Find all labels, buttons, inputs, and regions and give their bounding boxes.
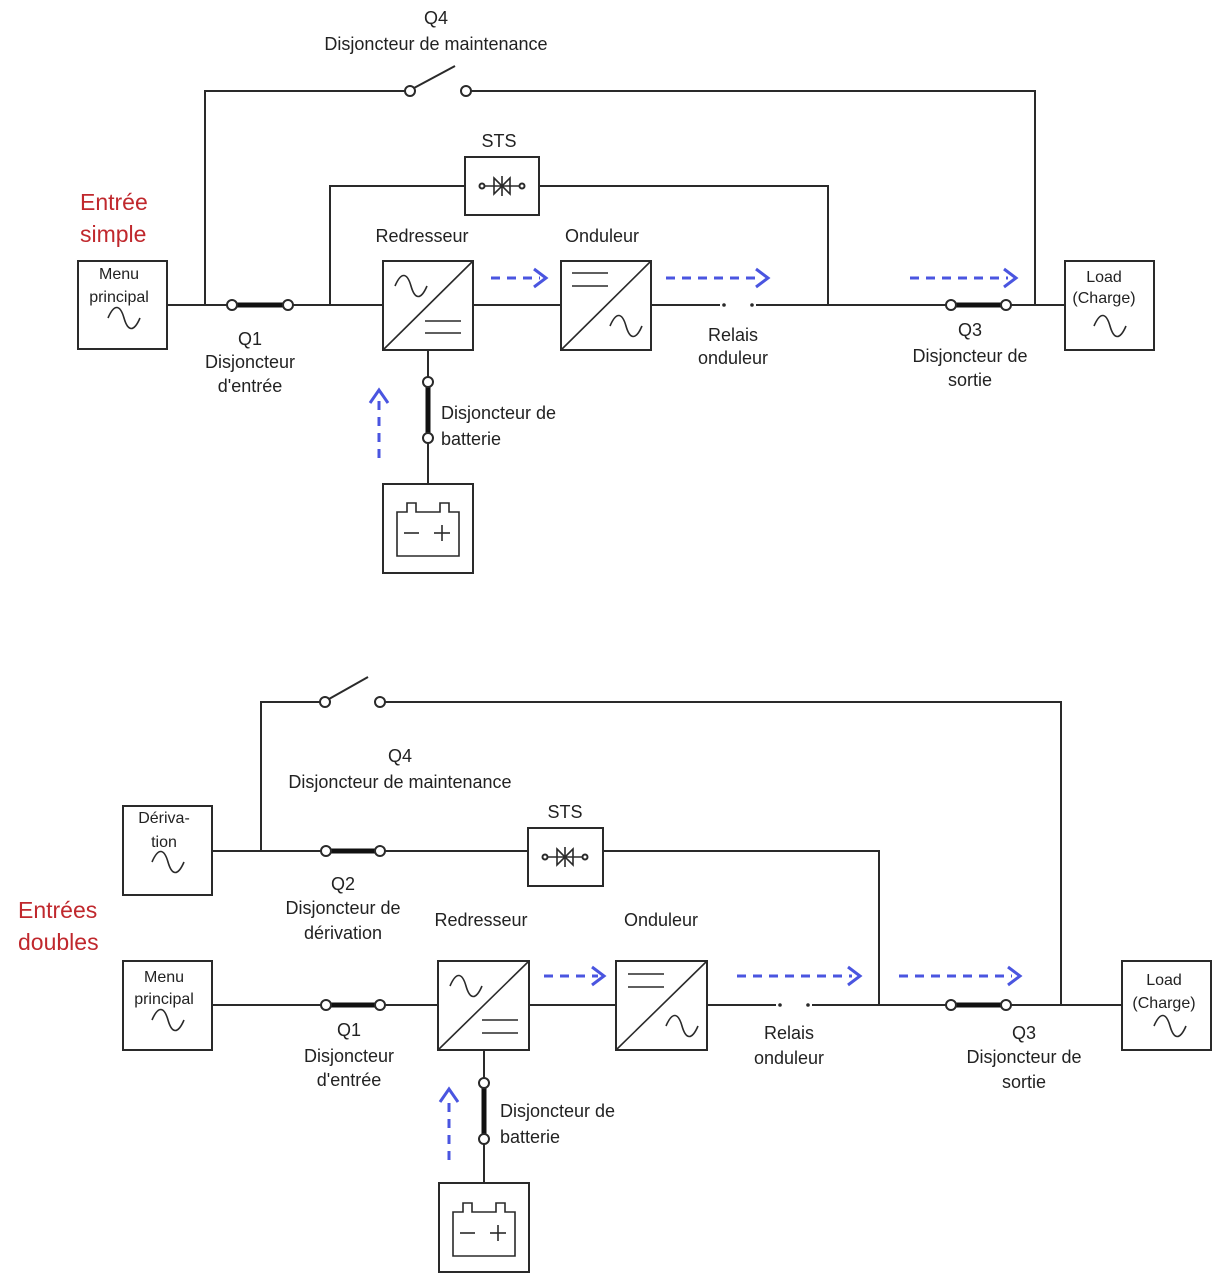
dual-bypass-line1: Dériva- <box>138 810 190 827</box>
thyristor-switch-icon <box>478 176 526 196</box>
inverter-icon <box>615 960 708 1051</box>
inverter-icon <box>560 260 652 351</box>
single-load-line2: (Charge) <box>1072 290 1135 307</box>
single-input-diagram: Entrée simple Q4 Disjoncteur de maintena… <box>77 8 1155 574</box>
dual-q3-code: Q3 <box>1012 1023 1036 1043</box>
single-q1-line2: d'entrée <box>218 376 283 396</box>
single-q3-output-breaker <box>945 299 1012 311</box>
dual-q3-line1: Disjoncteur de <box>966 1047 1081 1067</box>
dual-q3-output-breaker <box>945 999 1012 1011</box>
dual-q1-input-breaker <box>320 999 386 1011</box>
dual-inverter-label: Onduleur <box>624 910 698 930</box>
dual-battery-breaker <box>478 1077 490 1145</box>
dual-load-line1: Load <box>1146 972 1182 989</box>
single-q3-line2: sortie <box>948 370 992 390</box>
single-rectifier-label: Redresseur <box>375 226 468 246</box>
battery-icon <box>382 483 474 574</box>
rectifier-icon <box>437 960 530 1051</box>
dual-relay-line2: onduleur <box>754 1048 824 1068</box>
single-battery-breaker-line1: Disjoncteur de <box>441 403 556 423</box>
single-title-line1: Entrée <box>80 189 148 215</box>
single-mains-line2: principal <box>89 289 149 306</box>
dual-q4-maintenance-breaker <box>319 676 386 708</box>
dual-bypass-box <box>122 805 213 896</box>
dual-bypass-line2: tion <box>151 834 177 851</box>
single-load-line1: Load <box>1086 269 1122 286</box>
single-sts-label: STS <box>481 131 516 151</box>
dual-mains-line2: principal <box>134 991 194 1008</box>
dual-q4-code: Q4 <box>388 746 412 766</box>
thyristor-switch-icon <box>541 847 589 867</box>
single-battery-breaker-line2: batterie <box>441 429 501 449</box>
dual-wiring <box>212 701 1122 1183</box>
dual-q1-code: Q1 <box>337 1020 361 1040</box>
dual-rectifier-label: Redresseur <box>434 910 527 930</box>
dual-q4-label: Disjoncteur de maintenance <box>288 772 511 792</box>
single-battery-breaker <box>422 376 434 444</box>
single-load-box <box>1064 260 1155 351</box>
dual-q2-line2: dérivation <box>304 923 382 943</box>
dual-inverter-relay <box>778 1003 810 1007</box>
rectifier-icon <box>382 260 474 351</box>
single-q3-code: Q3 <box>958 320 982 340</box>
single-q4-label: Disjoncteur de maintenance <box>324 34 547 54</box>
single-inverter-relay <box>722 303 754 307</box>
dual-battery-breaker-line1: Disjoncteur de <box>500 1101 615 1121</box>
dual-input-diagram: Entrées doubles Q4 Disjoncteur de mainte… <box>18 676 1212 1273</box>
dual-q2-bypass-breaker <box>320 845 386 857</box>
dual-sts-label: STS <box>547 802 582 822</box>
dual-q2-code: Q2 <box>331 874 355 894</box>
single-q4-code: Q4 <box>424 8 448 28</box>
dual-relay-line1: Relais <box>764 1023 814 1043</box>
dual-q2-line1: Disjoncteur de <box>285 898 400 918</box>
single-q1-code: Q1 <box>238 329 262 349</box>
dual-q3-line2: sortie <box>1002 1072 1046 1092</box>
dual-mains-line1: Menu <box>144 969 184 986</box>
flow-arrow-icon <box>438 965 1023 1160</box>
single-title-line2: simple <box>80 221 146 247</box>
single-relay-line2: onduleur <box>698 348 768 368</box>
dual-q1-line2: d'entrée <box>317 1070 382 1090</box>
single-q3-line1: Disjoncteur de <box>912 346 1027 366</box>
single-q4-maintenance-breaker <box>404 65 472 97</box>
battery-icon <box>438 1182 530 1273</box>
dual-title-line1: Entrées <box>18 897 97 923</box>
dual-mains-box <box>122 960 213 1051</box>
single-q1-line1: Disjoncteur <box>205 352 295 372</box>
single-mains-line1: Menu <box>99 266 139 283</box>
single-wiring <box>167 90 1065 484</box>
single-relay-line1: Relais <box>708 325 758 345</box>
flow-arrow-icon <box>368 267 1019 458</box>
single-mains-box <box>77 260 168 350</box>
single-q1-input-breaker <box>226 299 294 311</box>
single-inverter-label: Onduleur <box>565 226 639 246</box>
dual-battery-breaker-line2: batterie <box>500 1127 560 1147</box>
dual-load-box <box>1121 960 1212 1051</box>
dual-load-line2: (Charge) <box>1132 995 1195 1012</box>
dual-q1-line1: Disjoncteur <box>304 1046 394 1066</box>
dual-title-line2: doubles <box>18 929 99 955</box>
